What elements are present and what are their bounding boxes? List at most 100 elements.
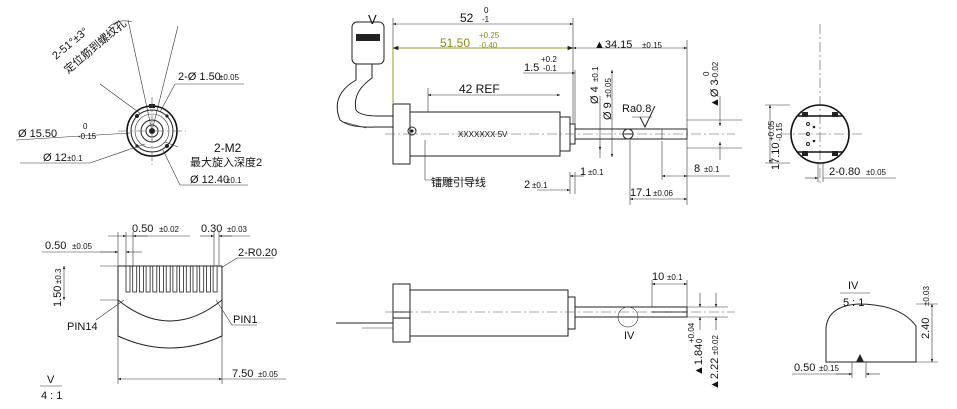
len-1: 1	[580, 166, 586, 178]
dim-2-22-tol: ±0.02	[711, 334, 720, 355]
len-34-15: ▲34.15	[594, 39, 632, 51]
thread-note: 最大旋入深度2	[190, 155, 262, 169]
pad-len-tol: ±0.3	[54, 268, 63, 284]
len-1-5: 1.5	[524, 62, 539, 74]
shaft-dia-upper: 0	[702, 71, 711, 76]
dim-1-84-upper: +0.04	[687, 322, 696, 343]
dia-12-40-tol: ±0.1	[226, 176, 242, 185]
len-10: 10	[652, 271, 664, 283]
fpc-pad	[199, 265, 205, 293]
right-end-view: 17.10 +0.05 -0.15 2-0.80 ±0.05	[765, 24, 896, 185]
len-52-lower: -1	[482, 15, 490, 24]
dia-15-50: Ø 15.50	[18, 128, 57, 140]
fpc-pad	[172, 265, 178, 293]
pad-width-dim: 0.30	[201, 223, 222, 235]
slot-tol: ±0.05	[866, 168, 887, 177]
right-height-upper: +0.05	[767, 120, 776, 141]
len-2-tol: ±0.1	[532, 181, 548, 190]
right-height: 17.10	[770, 142, 782, 170]
fpc-pad	[125, 265, 131, 293]
fpc-pad	[192, 265, 198, 293]
view-v-label: V	[368, 12, 377, 27]
roughness-symbol: Ra0.8	[622, 103, 651, 115]
end-view: 2-51°±3° 定位筋到螺纹孔 2-Ø 1.50 ±0.05 Ø 15.50 …	[15, 16, 262, 186]
fpc-pad	[132, 265, 138, 293]
detail-iv: IV 5 : 1 2.40 ±0.03 0.50 ±0.15	[792, 280, 938, 378]
len-52: 52	[460, 11, 474, 25]
fpc-pad	[185, 265, 191, 293]
dia-4-tol: ±0.1	[591, 66, 600, 82]
len-1-5-upper: +0.2	[541, 55, 557, 64]
slot-dim: 2-0.80	[829, 166, 860, 178]
dia-12-tol: ±0.1	[67, 154, 83, 163]
bottom-motor-body	[409, 289, 569, 337]
detail-iv-height-tol: ±0.03	[922, 285, 931, 306]
thread-dim: 2-M2	[214, 141, 242, 155]
detail-iv-width: 0.50	[794, 362, 815, 374]
fpc-pad	[205, 265, 211, 293]
dim-1-84: ▲1.84	[693, 344, 705, 376]
total-width-dim: 7.50	[232, 368, 253, 380]
left-gap-tol: ±0.05	[72, 242, 93, 251]
fpc-pad	[152, 265, 158, 293]
dia-12-40: Ø 12.40	[190, 174, 229, 186]
dia-12: Ø 12	[43, 152, 67, 164]
len-51-50-upper: +0.25	[479, 31, 500, 40]
detail-v-geometry	[40, 232, 286, 387]
len-52-upper: 0	[484, 6, 489, 15]
right-height-lower: -0.15	[775, 122, 784, 141]
detail-iv-width-tol: ±0.15	[819, 364, 840, 373]
right-end-view-geometry	[765, 24, 896, 185]
pad-len-dim: 1.50	[52, 286, 64, 307]
detail-v: 0.50 ±0.02 0.30 ±0.03 0.50 ±0.05 2-R0.20…	[40, 223, 286, 402]
dia-15-50-upper: 0	[83, 122, 88, 131]
body-marking: XXXXXXX 5V	[458, 130, 508, 139]
detail-iv-callout: IV	[624, 330, 635, 342]
detail-iv-name: IV	[848, 280, 859, 292]
detail-iv-scale: 5 : 1	[843, 297, 864, 309]
len-10-tol: ±0.1	[667, 273, 683, 282]
dia-9: Ø 9	[602, 102, 614, 120]
detail-v-scale: 4 : 1	[41, 390, 62, 402]
shaft-dia: ▲Ø 3	[709, 79, 721, 108]
len-8: 8	[694, 163, 700, 175]
fpc-pad	[165, 265, 171, 293]
hole-dim: 2-Ø 1.50	[178, 71, 221, 83]
len-51-50-lower: -0.40	[479, 41, 498, 50]
bottom-view-geometry	[336, 280, 735, 343]
end-view-geometry	[15, 19, 248, 186]
dia-15-50-lower: -0.15	[78, 132, 97, 141]
fpc-pad	[138, 265, 144, 293]
pitch-dim: 0.50	[132, 223, 153, 235]
len-17-1: 17.1	[630, 187, 651, 199]
len-1-tol: ±0.1	[588, 168, 604, 177]
hole-tol: ±0.05	[219, 73, 240, 82]
fpc-pad	[179, 265, 185, 293]
left-gap-dim: 0.50	[45, 240, 66, 252]
fpc-connector-tab	[351, 21, 385, 65]
dia-4: Ø 4	[589, 86, 601, 104]
fpc-pad	[212, 265, 218, 293]
len-17-1-tol: ±0.06	[653, 189, 674, 198]
fpc-pad	[145, 265, 151, 293]
lead-note: 镭雕引导线	[431, 175, 486, 189]
shaft-dia-lower: -0.02	[711, 61, 720, 80]
pin1-label: PIN1	[233, 314, 257, 326]
len-1-5-lower: -0.1	[543, 64, 557, 73]
side-view-geometry	[336, 18, 742, 205]
detail-iv-height: 2.40	[920, 318, 932, 339]
ref-42: 42 REF	[459, 82, 500, 96]
pad-width-tol: ±0.03	[227, 225, 248, 234]
side-view: V 52 0 -1 51.50 +0.25 -0.40 ▲34.15 ±0.15…	[336, 6, 742, 205]
pitch-tol: ±0.02	[159, 225, 180, 234]
fpc-pad	[159, 265, 164, 293]
pin14-label: PIN14	[67, 321, 98, 333]
radius-dim: 2-R0.20	[238, 247, 277, 259]
total-width-tol: ±0.05	[258, 370, 279, 379]
len-34-15-tol: ±0.15	[642, 41, 663, 50]
len-8-tol: ±0.1	[704, 165, 720, 174]
fpc-pads	[125, 265, 218, 293]
dim-2-22: ▲2.22	[709, 358, 721, 390]
len-2: 2	[524, 179, 530, 191]
